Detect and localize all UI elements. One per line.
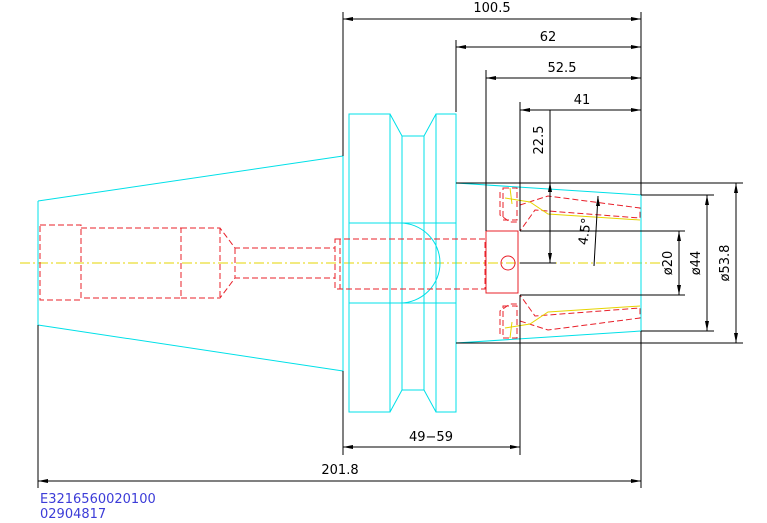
dim-lines-top: [342, 12, 642, 231]
clamp-screw-hole: [500, 255, 516, 271]
dim-22-5: [520, 110, 556, 264]
dim-text-dia-20: ø20: [661, 251, 676, 276]
pull-stud-bore: [39, 224, 486, 301]
dim-text-22-5: 22.5: [532, 126, 547, 155]
dim-text-41: 41: [574, 93, 591, 108]
dim-text-angle: 4.5°: [576, 217, 595, 246]
dim-text-201-8: 201.8: [321, 463, 358, 478]
dim-text-62: 62: [540, 30, 557, 45]
collet-yellow: [504, 187, 641, 339]
part-code-line-1: E3216560020100: [40, 492, 156, 507]
nose-outline: [455, 182, 642, 344]
dim-text-52-5: 52.5: [548, 61, 577, 76]
dim-text-dia-44: ø44: [689, 251, 704, 276]
collet-seat: [485, 187, 641, 339]
dim-text-49-59: 49−59: [409, 430, 453, 445]
dim-text-dia-53-8: ø53.8: [718, 245, 733, 282]
taper-shank-outline: [37, 155, 344, 372]
part-code-line-2: 02904817: [40, 507, 106, 522]
dim-text-100-5: 100.5: [473, 1, 510, 16]
flange-outline: [348, 113, 457, 413]
dim-diameters: [456, 182, 743, 344]
dim-lines-bottom: [37, 295, 642, 488]
